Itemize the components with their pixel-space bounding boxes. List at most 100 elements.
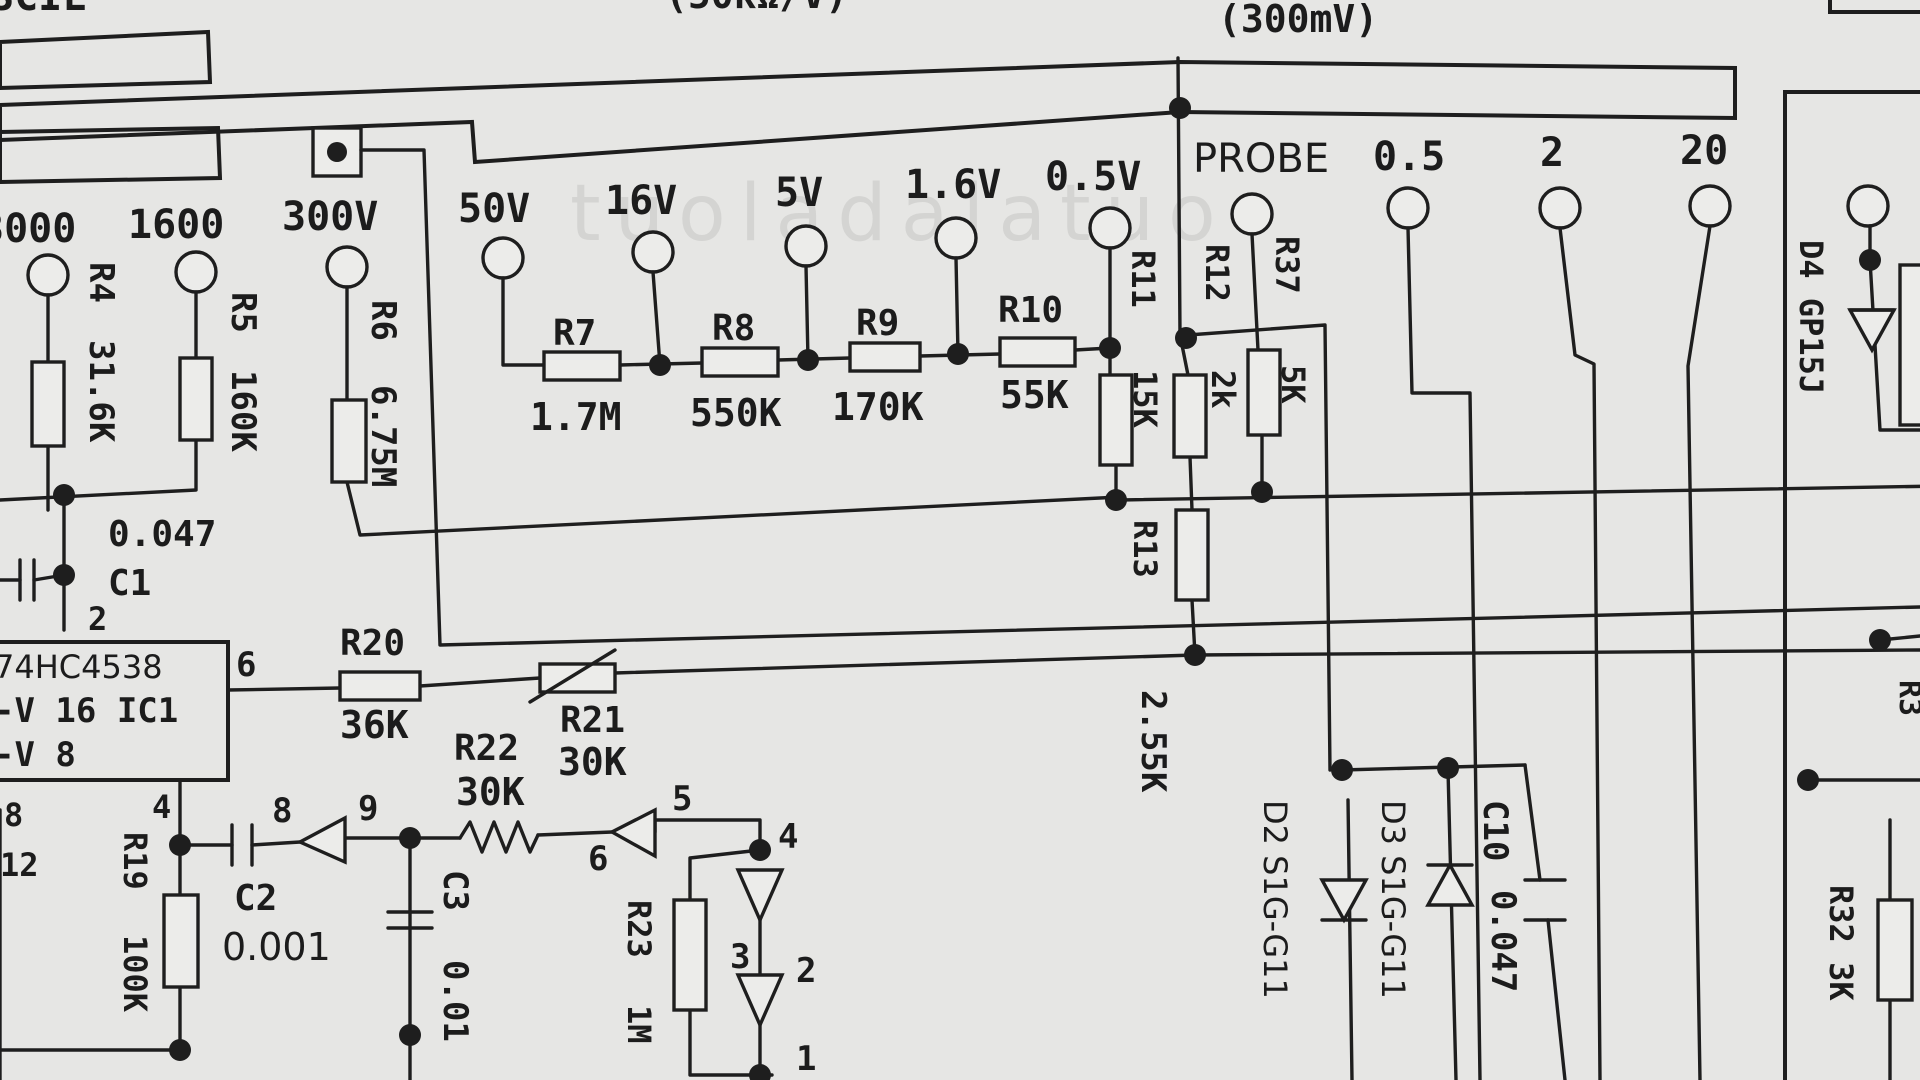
label-gate-pin6: 6 [588, 839, 608, 879]
terminal-probe [1230, 192, 1274, 236]
label-d3: D3 S1G-G11 [1374, 800, 1412, 999]
node-bottom-left [169, 1039, 191, 1061]
terminal-right [1846, 184, 1890, 228]
label-c2-value: 0.001 [222, 925, 331, 969]
label-r9: R9 [856, 303, 899, 344]
wire-r23-bottom [688, 1008, 774, 1077]
diode-d3 [1425, 861, 1475, 907]
label-r5-value: 160K [223, 370, 263, 452]
node-pin4-gate [749, 839, 771, 861]
resistor-r6 [330, 398, 368, 484]
label-r6: R6 [363, 300, 403, 341]
label-c3-value: 0.01 [435, 960, 475, 1042]
ic1-box [0, 640, 230, 782]
terminal-300v [325, 245, 369, 289]
label-c10: C10 [1475, 800, 1515, 861]
switch-frame-top-right [1828, 0, 1920, 14]
node-pin1 [749, 1064, 771, 1080]
gate-buffer-3 [735, 868, 785, 925]
label-r23: R23 [620, 900, 658, 958]
resistor-r32 [1876, 898, 1914, 1002]
node-16v [649, 354, 671, 376]
terminal-0-5 [1386, 186, 1430, 230]
label-300v: 300V [282, 194, 378, 240]
wire-r11-bottom [1114, 463, 1920, 502]
label-r12: R12 [1198, 244, 1236, 302]
terminal-16v [631, 230, 675, 274]
label-r3-fragment: R3 [1892, 680, 1920, 716]
label-ic-line2: -V 16 IC1 [0, 691, 178, 731]
label-r10: R10 [998, 290, 1063, 331]
gate-inverter-5-6 [608, 807, 657, 859]
wire-2-down [1558, 226, 1602, 1080]
resistor-r13 [1174, 508, 1210, 602]
switch-frame-top-left [0, 29, 213, 91]
label-gate-pin4: 4 [778, 817, 798, 857]
wire-20-down [1686, 224, 1712, 1080]
label-r22: R22 [454, 728, 519, 769]
resistor-r8 [700, 346, 780, 378]
label-r5: R5 [223, 292, 263, 333]
wire-r20-r21 [418, 676, 542, 688]
label-r7-value: 1.7M [530, 395, 622, 439]
resistor-r12 [1172, 373, 1208, 459]
node-c3-bottom [399, 1024, 421, 1046]
label-c1: C1 [108, 563, 151, 604]
label-r23-value: 1M [620, 1005, 658, 1044]
switch-frame-left-2 [0, 125, 223, 185]
node-d2 [1331, 759, 1353, 781]
node-d3 [1437, 757, 1459, 779]
resistor-r7 [542, 350, 622, 382]
label-c10-value: 0.047 [1483, 890, 1523, 992]
resistor-r10 [998, 336, 1077, 368]
resistor-r23 [672, 898, 708, 1012]
label-1600: 1600 [128, 202, 224, 248]
wire-c10-top [1523, 763, 1542, 882]
label-r19: R19 [116, 832, 154, 890]
label-r13-value: 2.55K [1133, 690, 1173, 793]
diode-d4 [1847, 308, 1897, 354]
label-gate-pin1: 1 [796, 1039, 816, 1079]
terminal-20 [1688, 184, 1732, 228]
label-50v: 50V [458, 186, 530, 232]
resistor-r20 [338, 670, 422, 702]
wire-ic-r20 [226, 686, 342, 692]
wire-d3-down [1446, 768, 1458, 1080]
node-pin4 [169, 834, 191, 856]
resistor-right-edge [1898, 263, 1920, 427]
wire-50v-r7 [501, 276, 546, 367]
label-r10-value: 55K [1000, 373, 1069, 417]
node-r4-r5 [53, 484, 75, 506]
label-r11: R11 [1124, 250, 1162, 308]
label-r37: R37 [1268, 236, 1306, 294]
wire-16v-node [651, 270, 662, 367]
label-gate-pin3: 3 [730, 937, 750, 977]
node-r11-bottom [1105, 489, 1127, 511]
label-16v: 16V [605, 178, 677, 224]
switch-frame-main [0, 59, 1737, 165]
label-d4: D4 GP15J [1792, 240, 1830, 394]
wire-r12-d2 [1186, 323, 1332, 772]
label-r12-value: 2k [1204, 370, 1242, 409]
terminal-50v [481, 236, 525, 280]
diode-d2 [1319, 878, 1369, 924]
terminal-1600 [174, 250, 218, 294]
label-r8: R8 [712, 308, 755, 349]
label-ic-pin6: 6 [236, 645, 256, 685]
wire-1-6v-node [954, 256, 960, 356]
label-gate-pin9: 9 [358, 789, 378, 829]
resistor-r22-zigzag [458, 820, 540, 854]
label-r9-value: 170K [832, 385, 924, 429]
wire-c2-gate [250, 840, 302, 847]
label-r22-value: 30K [456, 770, 525, 814]
label-0-5: 0.5 [1373, 134, 1445, 180]
top-right-label: (300mV) [1218, 0, 1378, 41]
node-right-r3 [1869, 629, 1891, 651]
terminal-5v [784, 224, 828, 268]
label-ic-part: 74HC4538 [0, 648, 163, 686]
wire-5v-node [804, 264, 810, 362]
wire-d2-c10 [1340, 763, 1527, 772]
label-r13: R13 [1126, 520, 1164, 578]
label-3000: 3000 [0, 206, 76, 252]
